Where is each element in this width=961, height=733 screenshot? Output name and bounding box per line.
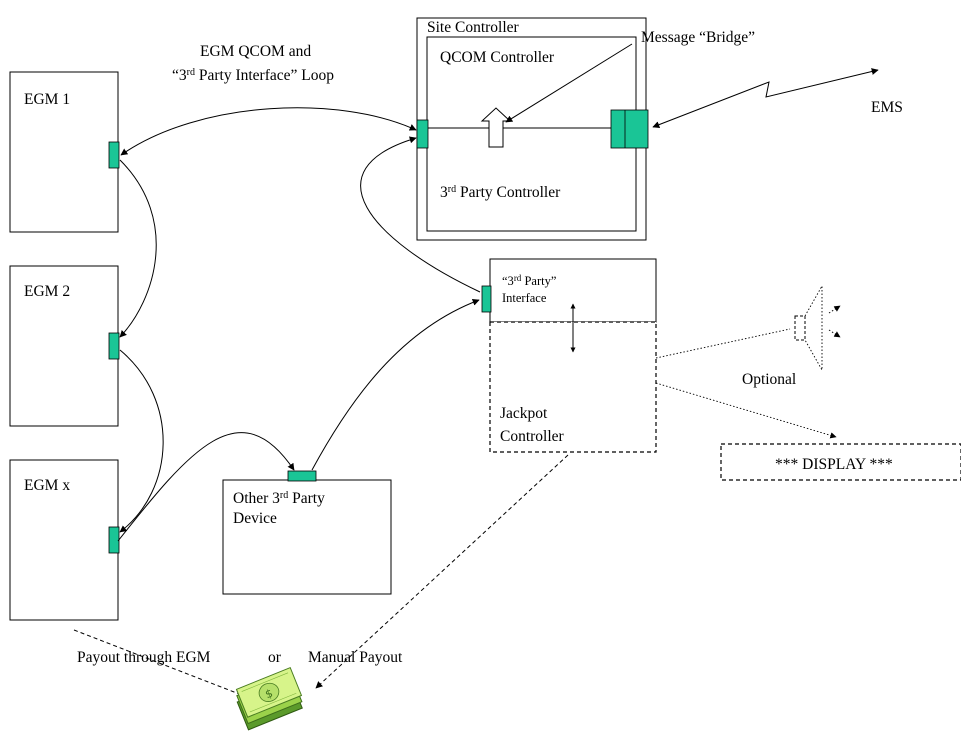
interface-label-line1: “3rd Party” [502, 273, 556, 288]
third-party-controller-label: 3rd Party Controller [440, 184, 561, 201]
jackpot-label-line2: Controller [500, 428, 565, 445]
egm1-label: EGM 1 [24, 91, 70, 108]
loop-egm1-to-egm2 [119, 159, 157, 338]
site-controller-left-port [416, 119, 429, 149]
site-controller-inner-box [426, 36, 637, 232]
other-device-port [287, 470, 317, 482]
egm1-box [9, 71, 119, 233]
ems-lightning-link [652, 68, 879, 128]
dotted-link-to-display [655, 382, 837, 439]
qcom-controller-label: QCOM Controller [440, 49, 555, 66]
loop-site-to-egm1 [120, 107, 417, 156]
loop-egmx-to-other-device [117, 432, 295, 542]
payout-egm-arrow [73, 629, 248, 698]
egm2-label: EGM 2 [24, 283, 70, 300]
payout-egm-label: Payout through EGM [77, 649, 211, 666]
site-controller-label: Site Controller [427, 19, 520, 36]
egm2-port [108, 332, 120, 360]
message-bridge-label: Message “Bridge” [641, 29, 755, 46]
loop-label-line1: EGM QCOM and [200, 43, 311, 60]
other-device-box [222, 479, 392, 595]
display-box [720, 443, 961, 481]
dotted-link-to-speaker [655, 328, 791, 359]
ems-label: EMS [871, 99, 903, 116]
loop-egm2-to-egmx [119, 349, 164, 533]
loop-interface-to-site [360, 136, 481, 293]
egm1-port [108, 141, 120, 169]
other-device-label-line2: Device [233, 510, 277, 527]
speaker-icon [794, 284, 841, 372]
interface-label-line2: Interface [502, 291, 547, 305]
interface-port [481, 285, 492, 313]
bridge-hollow-arrow-icon [480, 107, 512, 148]
egmx-port [108, 526, 120, 554]
site-controller-ems-port [610, 109, 649, 149]
svg-text:$: $ [263, 687, 274, 702]
manual-payout-arrow [315, 454, 569, 689]
other-device-label-line1: Other 3rd Party [233, 490, 325, 507]
loop-other-device-to-interface [311, 298, 480, 471]
manual-payout-label: Manual Payout [308, 649, 403, 666]
optional-label: Optional [742, 371, 796, 388]
egmx-box [9, 459, 119, 621]
jackpot-label-line1: Jackpot [500, 405, 548, 422]
display-label: *** DISPLAY *** [775, 456, 893, 473]
egm2-box [9, 265, 119, 427]
payout-or-label: or [268, 649, 282, 666]
egmx-label: EGM x [24, 477, 70, 494]
loop-label-line2: “3rd Party Interface” Loop [172, 67, 334, 84]
money-stack-icon: $ [235, 666, 303, 731]
message-bridge-pointer [505, 43, 633, 123]
